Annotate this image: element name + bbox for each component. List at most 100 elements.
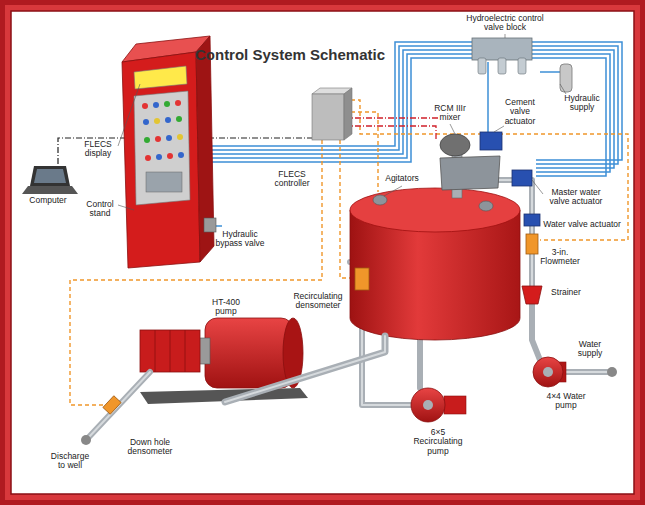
pipe (81, 435, 91, 445)
part-label: Water supply (572, 340, 608, 359)
control-stand (175, 100, 181, 106)
leader-line (450, 124, 455, 134)
hydraulic-line (532, 46, 618, 164)
part-label: Recirculating densometer (287, 292, 349, 311)
control-stand (145, 155, 151, 161)
leader-line (560, 84, 566, 94)
part-label: Computer (23, 196, 73, 205)
leader-line (532, 180, 543, 194)
page-frame (11, 11, 634, 494)
leader-line (118, 34, 566, 210)
rcm-mixer (440, 156, 500, 190)
control-signal-line (344, 118, 440, 140)
control-stand (165, 117, 171, 123)
recirculating-pump (411, 388, 466, 422)
ht-400-pump (170, 330, 171, 372)
part-label: FLECS display (78, 140, 118, 159)
mixing-tank (350, 188, 520, 340)
hydraulic-line (487, 62, 489, 132)
control-stand (166, 135, 172, 141)
control-stand (134, 91, 190, 205)
control-stand (134, 66, 187, 89)
valve-block (560, 64, 572, 92)
pipe (225, 336, 385, 402)
water-pump (607, 367, 617, 377)
recirculating-pump (444, 396, 466, 414)
water-pump (543, 367, 553, 377)
mixing-tank (373, 195, 387, 205)
control-stand (154, 118, 160, 124)
leader-line (505, 34, 506, 38)
densometer (355, 268, 369, 290)
part-label: FLECS controller (268, 170, 316, 189)
part-label: Agitators (380, 174, 424, 183)
control-stand (122, 52, 200, 268)
control-stand (177, 134, 183, 140)
hydraulic-line (212, 54, 472, 158)
flecs-controller-box (312, 88, 352, 140)
laptop-computer (30, 166, 70, 186)
part-label: Hydroelectric control valve block (460, 14, 550, 33)
part-label: 6×5 Recirculating pump (407, 428, 469, 456)
part-label: HT-400 pump (208, 298, 244, 317)
hydraulic-line (212, 50, 472, 154)
control-stand (142, 103, 148, 109)
leader-line (494, 126, 504, 132)
leader-line (118, 205, 134, 210)
hydraulic-line (540, 71, 560, 73)
leader-line (384, 186, 402, 196)
part-label: Strainer (546, 288, 586, 297)
hydraulic-line (532, 54, 610, 172)
laptop-computer (22, 186, 78, 194)
valve-block (478, 58, 486, 74)
part-label: Master water valve actuator (543, 188, 609, 207)
valve-block (472, 38, 532, 60)
water-pump (533, 357, 617, 387)
control-stand (167, 153, 173, 159)
laptop-computer (34, 169, 66, 183)
control-stand (146, 172, 182, 192)
strainer (522, 286, 542, 304)
part-label: Water valve actuator (538, 220, 626, 229)
pipe (350, 180, 612, 405)
control-signal-line (344, 117, 440, 118)
control-stand (164, 101, 170, 107)
control-stand (156, 154, 162, 160)
recirculating-pump (423, 400, 433, 410)
part-label: Cement valve actuator (498, 98, 542, 126)
strainer (522, 286, 542, 304)
water-pump (533, 357, 563, 387)
part-label: Hydraulic bypass valve (210, 230, 270, 249)
control-stand (204, 218, 216, 232)
rcm-mixer (480, 132, 502, 150)
ht-400-pump (185, 330, 186, 372)
densometer (103, 396, 121, 415)
control-stand (155, 136, 161, 142)
control-stand (153, 102, 159, 108)
part-label: Control stand (80, 200, 120, 219)
mixing-tank (479, 201, 493, 211)
valve-block (472, 38, 572, 92)
control-stand (143, 119, 149, 125)
densometer (355, 268, 369, 290)
valve-block (518, 58, 526, 74)
ht-400-pump (155, 330, 156, 372)
densometer (103, 396, 121, 415)
recirculating-pump (411, 388, 445, 422)
rcm-mixer (524, 214, 540, 226)
valve-block (498, 58, 506, 74)
part-label: Down hole densometer (125, 438, 175, 457)
diagram-title: Control System Schematic (170, 46, 410, 63)
rcm-mixer (440, 132, 540, 226)
control-stand (178, 152, 184, 158)
part-label: 4×4 Water pump (543, 392, 589, 411)
control-stand (144, 137, 150, 143)
control-stand (122, 36, 216, 268)
control-stand (176, 116, 182, 122)
pipe (88, 372, 150, 438)
part-label: RCM IIIr mixer (430, 104, 470, 123)
